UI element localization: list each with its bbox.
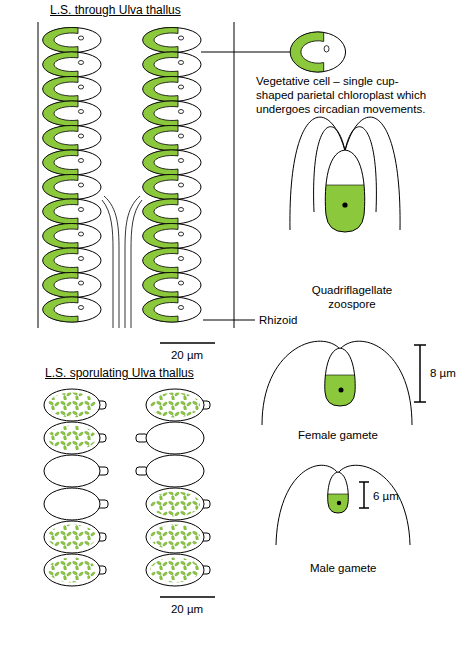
sporangium (44, 422, 100, 454)
scale-label: 8 µm (430, 366, 456, 380)
leader-line (201, 52, 291, 53)
vegetative-cell (143, 77, 201, 102)
gamete-outline (328, 472, 349, 513)
vegetative-cell (143, 199, 201, 224)
chloroplast (320, 494, 356, 518)
chloroplast-edge (326, 494, 350, 495)
zoospores (150, 558, 200, 583)
scale-bar (359, 482, 369, 508)
empty-cell (146, 455, 204, 487)
part-label: Quadriflagellate zoospore (300, 283, 404, 311)
flagella (276, 465, 410, 545)
cell-column (143, 28, 201, 323)
vegetative-cell (43, 126, 101, 151)
rhizoid-filaments (102, 196, 142, 328)
scale-bar-tick (414, 401, 426, 403)
vegetative-cell (43, 175, 101, 200)
zoospores (150, 393, 200, 418)
nucleus (342, 202, 347, 207)
part-label: Rhizoid (259, 313, 297, 327)
callout-note: Vegetative cell – single cup-shaped pari… (256, 74, 434, 116)
sporangium (146, 389, 204, 421)
section-heading: L.S. through Ulva thallus (50, 3, 181, 17)
nucleus (337, 501, 341, 505)
vegetative-cell (43, 101, 101, 126)
section-heading: L.S. sporulating Ulva thallus (45, 366, 194, 380)
cell-column (136, 389, 210, 586)
vegetative-cell (143, 28, 201, 53)
gamete-outline (325, 348, 355, 406)
thallus-surface (234, 22, 235, 328)
sporangium (146, 554, 204, 586)
vegetative-cell (43, 297, 101, 322)
empty-cell (44, 455, 100, 487)
scale-bar (414, 345, 426, 402)
vegetative-cell (43, 77, 101, 102)
vegetative-cell (43, 150, 101, 175)
cell-column (43, 28, 101, 323)
scale-bar (160, 596, 215, 598)
chloroplast-edge (326, 185, 364, 186)
chloroplast (320, 185, 370, 235)
scale-bar-tick (414, 344, 426, 346)
sporangium (44, 521, 100, 553)
rhizoid-wall (131, 200, 142, 328)
sporangium (146, 521, 204, 553)
vegetative-cell (143, 297, 201, 322)
vegetative-cell (43, 28, 101, 53)
vegetative-cell (143, 52, 201, 77)
rhizoid-wall (104, 196, 119, 328)
zoospores (48, 558, 96, 583)
vegetative-cell (143, 150, 201, 175)
vegetative-cell (143, 224, 201, 249)
zoospores (150, 492, 200, 517)
scale-label: 20 µm (157, 348, 217, 362)
flagellum (338, 465, 410, 545)
zoospore-outline (325, 150, 364, 232)
scale-bar-line (363, 482, 365, 508)
scale-bar-line (419, 345, 421, 402)
vegetative-cell (43, 199, 101, 224)
vegetative-cell (43, 52, 101, 77)
thallus-surface (38, 22, 39, 328)
vegetative-cell (143, 126, 201, 151)
sporangium (146, 488, 204, 520)
enlarged-cell (290, 32, 345, 72)
leader-line (203, 320, 255, 321)
nucleus (339, 388, 344, 393)
sporangium (44, 389, 100, 421)
sporangium (44, 554, 100, 586)
zoospores (150, 525, 200, 550)
chloroplast (320, 375, 360, 410)
scale-bar (160, 342, 215, 344)
vegetative-cell (143, 248, 201, 273)
vegetative-cell (143, 273, 201, 298)
empty-cell (44, 488, 100, 520)
rhizoid-wall (125, 196, 140, 328)
scale-label: 20 µm (157, 602, 217, 616)
part-label: Female gamete (298, 428, 378, 442)
zoospores (48, 525, 96, 550)
scale-bar-tick (359, 507, 369, 509)
scale-bar-tick (359, 481, 369, 483)
empty-cell (146, 422, 204, 454)
vegetative-cell (43, 224, 101, 249)
vegetative-cell (43, 248, 101, 273)
vegetative-cell (43, 273, 101, 298)
chloroplast-edge (324, 375, 356, 376)
cell-column (44, 389, 108, 586)
part-label: Male gamete (310, 561, 376, 575)
vegetative-cell (143, 101, 201, 126)
zoospores (48, 426, 96, 451)
vegetative-cell (143, 175, 201, 200)
scale-label: 6 µm (373, 489, 399, 503)
zoospores (48, 393, 96, 418)
rhizoid-wall (102, 200, 113, 328)
flagella (262, 341, 412, 425)
